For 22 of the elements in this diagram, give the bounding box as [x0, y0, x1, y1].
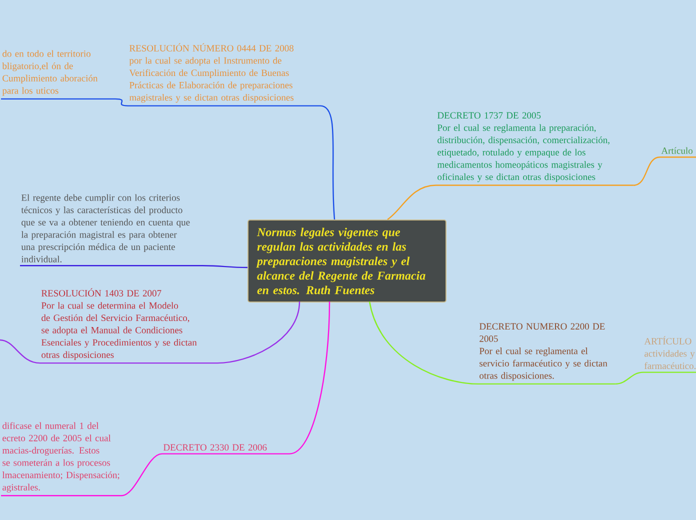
branch-line	[20, 265, 248, 268]
branch-line	[1, 453, 162, 496]
branch-line	[633, 156, 696, 186]
topic-text: do en todo el territorio bligatorio,el ón de Cumplimiento aboración para los uticos	[2, 50, 98, 96]
topic-text: DECRETO 2330 DE 2006	[163, 444, 267, 451]
topic-text: Artículo	[661, 147, 692, 154]
central-topic-box: Normas legales vigentes que regulan las actividades en las preparaciones magistrales y el alcance del Regente de Farmacia en estos. Ruth Fuentes	[248, 220, 446, 302]
branch-line	[128, 105, 336, 220]
branch-line	[368, 301, 616, 385]
topic-text: dificase el numeral 1 del ecreto 2200 de 2005 el cual macias-droguerías. Estos se someterán a los procesos lmacenamiento; Dispensación; agistrales.	[2, 422, 120, 492]
branch-line	[615, 372, 696, 385]
topic-text: DECRETO 1737 DE 2005 Por el cual se reglamenta la preparación, distribución, dispensación, comercialización, etiquetado, rotulado y empaque de los medicamentos homeopáticos magistrales y oficinales y se dictan otras disposiciones	[437, 112, 610, 182]
branch-line	[0, 339, 40, 364]
branch-line	[1, 98, 128, 106]
branch-line	[40, 301, 300, 364]
topic-text: RESOLUCIÓN 1403 DE 2007 Por la cual se determina el Modelo de Gestión del Servicio Farmacéutico, se adopta el Manual de Condiciones Esenciales y Procedimientos y se dictan otras disposiciones	[41, 288, 197, 360]
branch-line	[162, 302, 330, 454]
topic-text: DECRETO NUMERO 2200 DE 2005 Por el cual se reglamenta el servicio farmacéutico y se dictan otras disposiciones.	[479, 323, 608, 381]
topic-text: RESOLUCIÓN NÚMERO 0444 DE 2008 por la cual se adopta el Instrumento de Verificación de Cumplimiento de Buenas Prácticas de Elaboración de preparaciones magistrales y se dictan otras disposiciones	[129, 43, 294, 103]
branch-line	[387, 184, 634, 220]
topic-text: ARTÍCULO actividades y farmacéutico.	[644, 336, 696, 370]
topic-text: El regente debe cumplir con los criterios técnicos y las características del producto que se va a obtener teniendo en cuenta que la preparación magistral es para obtener una prescripción médica de un paciente individual.	[21, 194, 190, 262]
